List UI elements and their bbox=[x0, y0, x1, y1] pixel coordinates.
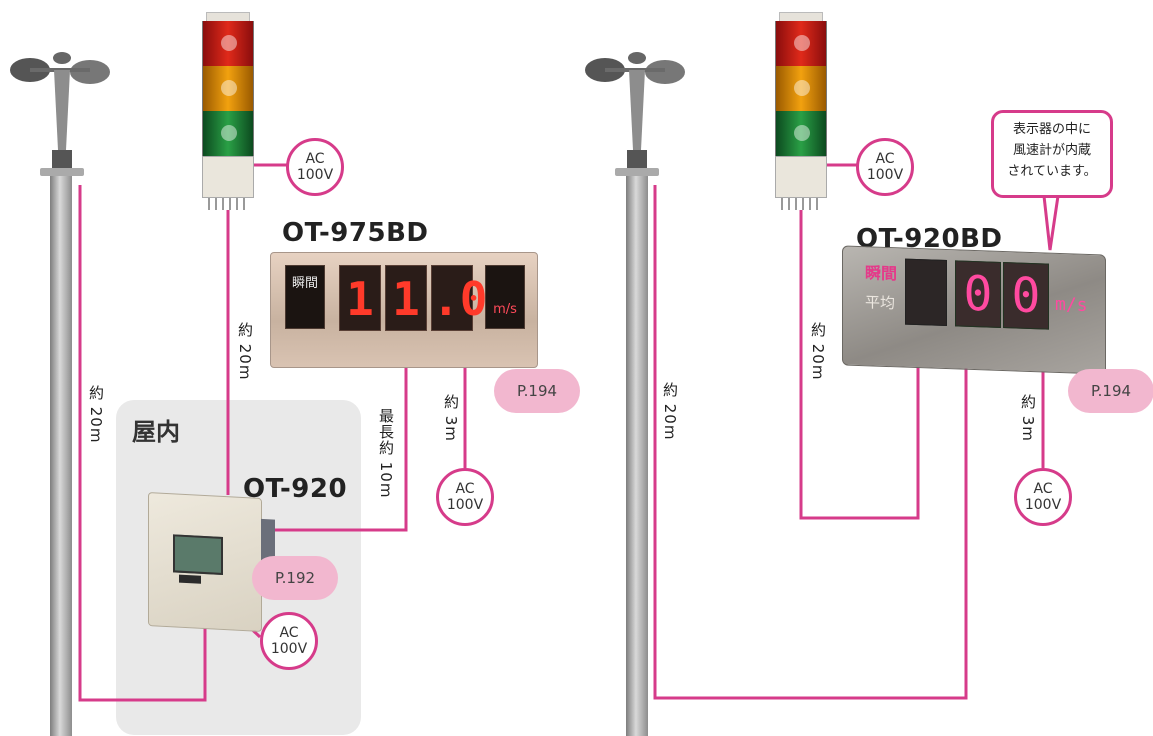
ac-100v-badge: AC 100V bbox=[260, 612, 318, 670]
panel-digit: 1 bbox=[385, 265, 427, 331]
panel-label-instant: 瞬間 bbox=[285, 265, 325, 329]
cable-length-label: 最長約 10m bbox=[377, 408, 395, 499]
ac-100v-badge: AC 100V bbox=[856, 138, 914, 196]
page-reference-badge[interactable]: P.192 bbox=[252, 556, 338, 600]
display-panel-975bd: 瞬間 1 1 .0 m/s bbox=[270, 252, 538, 368]
signal-tower-left-icon bbox=[202, 12, 254, 210]
note-line: 風速計が内蔵 bbox=[1012, 143, 1091, 158]
panel-digit: .0 bbox=[431, 265, 487, 331]
device-screen bbox=[173, 534, 223, 575]
model-ot-975bd: OT-975BD bbox=[282, 218, 429, 248]
cable-length-label: 約 20m bbox=[661, 382, 679, 441]
bubble-tail bbox=[1042, 194, 1060, 251]
ac-100v-badge: AC 100V bbox=[286, 138, 344, 196]
pole-right bbox=[626, 176, 648, 736]
cable-length-label: 約 20m bbox=[236, 322, 254, 381]
panel-unit: m/s bbox=[485, 265, 525, 329]
wire-left-pole bbox=[78, 185, 207, 702]
panel-label-average: 平均 bbox=[865, 293, 896, 313]
ac-100v-badge: AC 100V bbox=[436, 468, 494, 526]
cable-length-label: 約 20m bbox=[809, 322, 827, 381]
indoor-label: 屋内 bbox=[132, 418, 180, 446]
ot-920-device bbox=[148, 492, 275, 632]
note-bubble: 表示器の中に 風速計が内蔵 されています。 bbox=[991, 110, 1113, 198]
note-line: 表示器の中に bbox=[1012, 122, 1091, 137]
device-slot bbox=[179, 574, 201, 584]
signal-tower-right-icon bbox=[775, 12, 827, 210]
wire-right-pole bbox=[653, 185, 968, 700]
anemometer-left-icon bbox=[10, 52, 110, 176]
cable-length-label: 約 3m bbox=[1019, 394, 1037, 442]
display-panel-920bd: 瞬間 平均 0 0 m/s bbox=[842, 245, 1106, 375]
panel-blank-digit bbox=[905, 258, 947, 327]
page-reference-badge[interactable]: P.194 bbox=[1068, 369, 1153, 413]
panel-digit: 0 bbox=[1003, 262, 1049, 330]
note-line: されています。 bbox=[1007, 164, 1097, 179]
page-reference-badge[interactable]: P.194 bbox=[494, 369, 580, 413]
panel-digit: 1 bbox=[339, 265, 381, 331]
panel-label-instant: 瞬間 bbox=[865, 263, 898, 284]
pole-left bbox=[50, 176, 72, 736]
ac-100v-badge: AC 100V bbox=[1014, 468, 1072, 526]
panel-unit: m/s bbox=[1055, 293, 1088, 316]
wire-right-tower bbox=[799, 210, 920, 520]
cable-length-label: 約 20m bbox=[87, 385, 105, 444]
cable-length-label: 約 3m bbox=[442, 394, 460, 442]
wire-left-panel-device bbox=[250, 366, 408, 532]
panel-digit: 0 bbox=[955, 260, 1001, 328]
anemometer-right-icon bbox=[585, 52, 685, 176]
